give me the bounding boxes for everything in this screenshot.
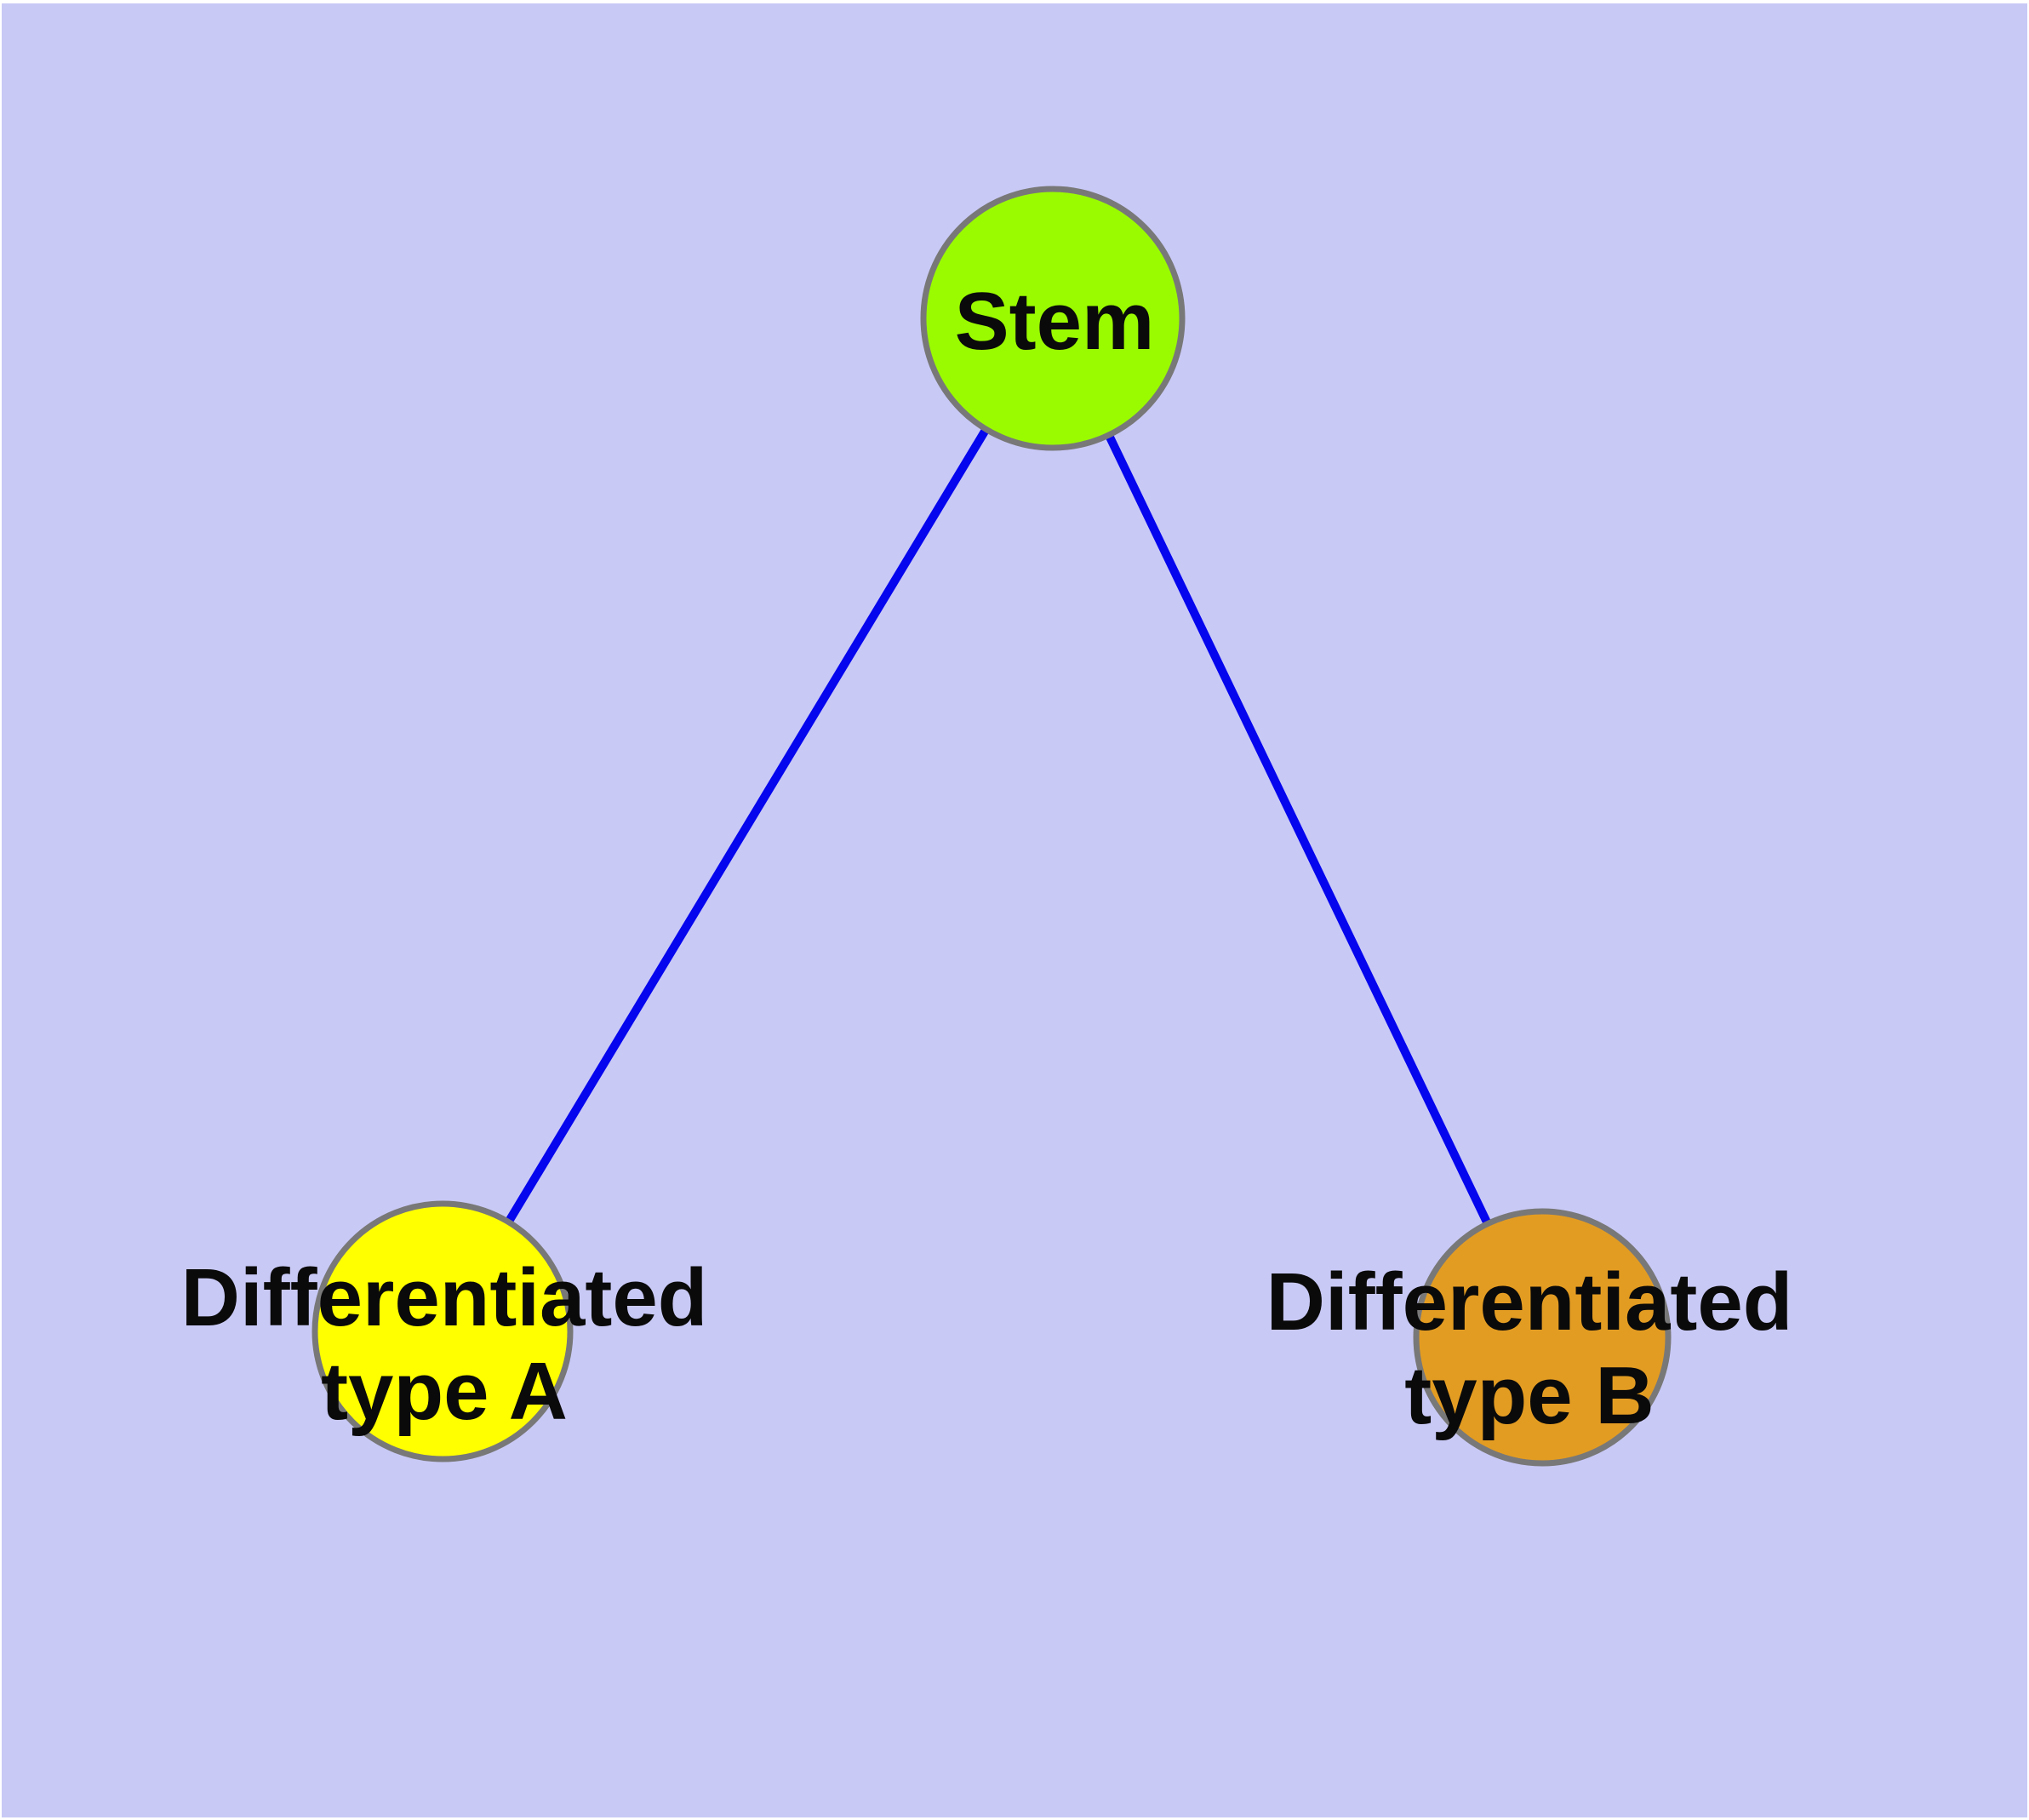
diagram-canvas: Stem Differentiated type A Differentiate… xyxy=(2,3,2027,1817)
node-type-b-label: Differentiated type B xyxy=(1266,1256,1793,1441)
diagram-graphics xyxy=(311,186,1672,1467)
edge-stem-to-type-a xyxy=(438,314,1057,1336)
node-type-b-circle[interactable] xyxy=(1413,1208,1672,1467)
node-stem-circle[interactable] xyxy=(920,186,1186,451)
node-type-a-label: Differentiated type A xyxy=(180,1252,708,1437)
edge-stem-to-type-b xyxy=(1049,314,1546,1342)
node-type-a-circle[interactable] xyxy=(311,1200,574,1462)
node-stem-label: Stem xyxy=(954,276,1155,367)
